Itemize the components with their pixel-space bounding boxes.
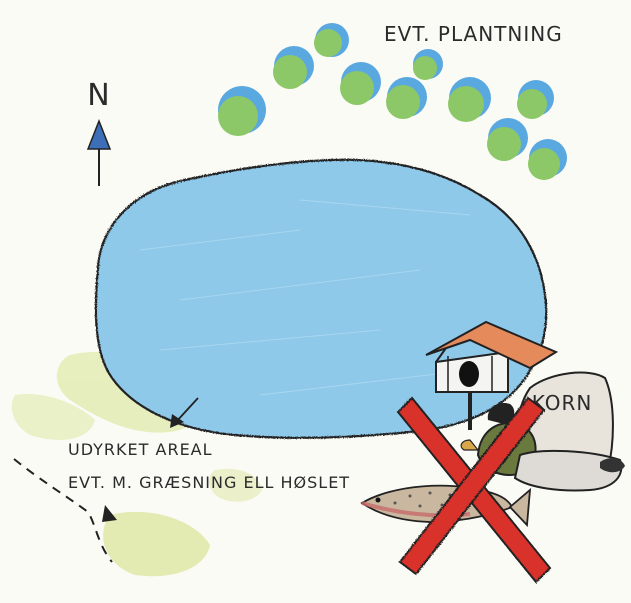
- uncultivated-label-line2: EVT. M. GRÆSNING ELL HØSLET: [68, 473, 350, 492]
- tree: [487, 118, 528, 161]
- uncultivated-label-line1: UDYRKET AREAL: [68, 440, 213, 459]
- tree: [448, 77, 491, 122]
- planting-label: EVT. PLANTNING: [384, 22, 563, 46]
- feed-bag-icon: [515, 451, 625, 491]
- north-label: N: [87, 78, 110, 113]
- tree: [517, 80, 554, 119]
- tree-group: [218, 23, 567, 180]
- tree: [340, 62, 381, 105]
- tree: [218, 86, 266, 136]
- north-arrow-icon: N: [87, 78, 110, 186]
- tree: [273, 46, 314, 89]
- tree: [386, 77, 427, 119]
- tree: [413, 49, 443, 80]
- tree: [528, 139, 567, 180]
- tree: [314, 23, 349, 57]
